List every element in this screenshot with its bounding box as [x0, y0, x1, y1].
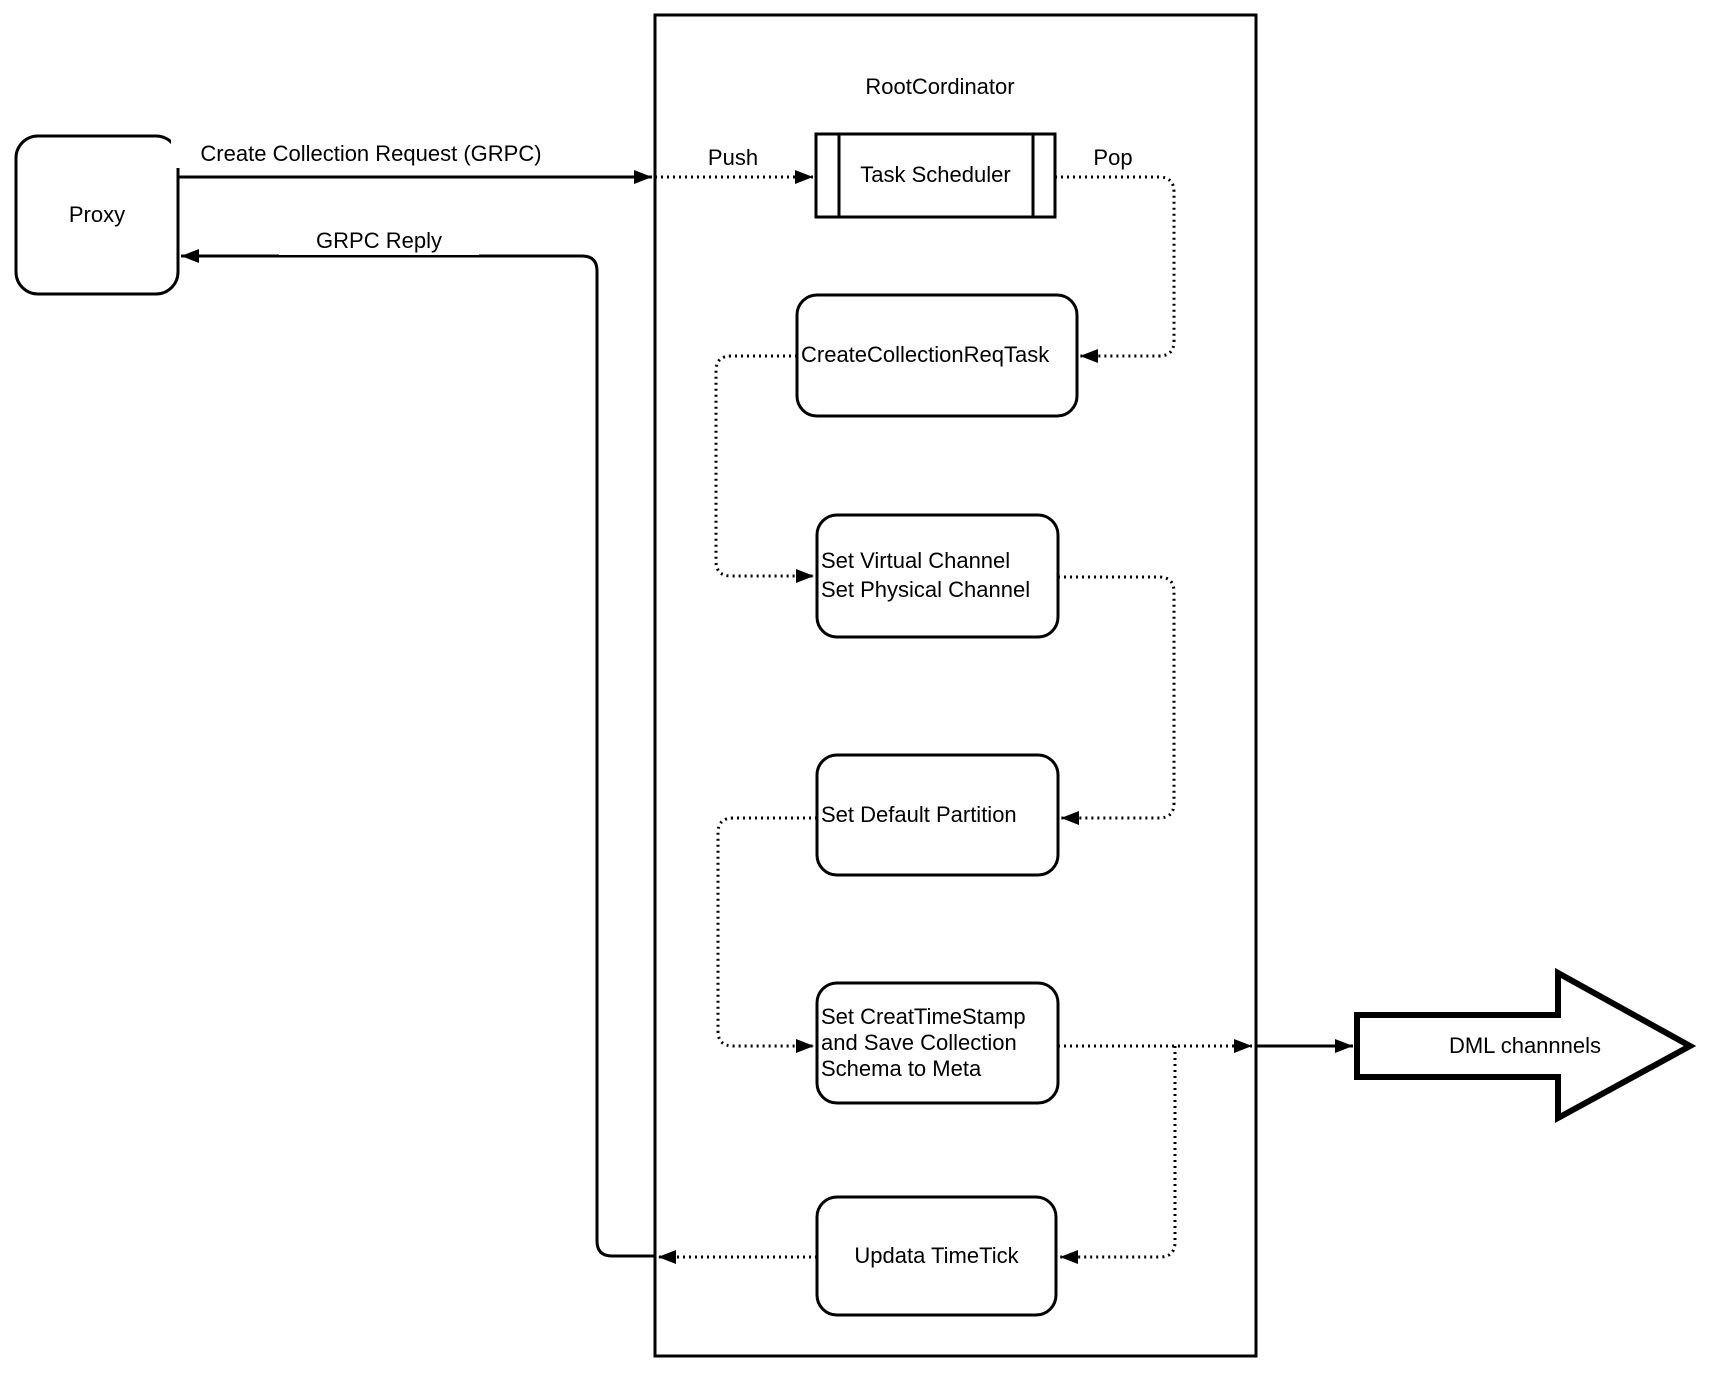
- set-default-partition-node: [815, 753, 1060, 877]
- edge-label-pop: Pop: [1063, 144, 1163, 172]
- set-creat-time-stamp-node: [815, 981, 1060, 1105]
- container-title: RootCordinator: [865, 73, 1015, 99]
- dml-channels-label: DML channnels: [1448, 1032, 1602, 1058]
- edge-pop: [1055, 175, 1176, 363]
- set-creat-time-stamp-line2: and Save Collection: [821, 1030, 1017, 1056]
- proxy-node: [14, 134, 180, 296]
- set-creat-time-stamp-line3: Schema to Meta: [821, 1055, 982, 1081]
- edge-label-create-collection-request: Create Collection Request (GRPC): [171, 140, 571, 168]
- edge-label-grpc-reply: GRPC Reply: [279, 227, 479, 255]
- edge-grpc-reply: [181, 249, 655, 1258]
- set-virtual-channel-node: [815, 513, 1060, 639]
- create-collection-req-task-label: CreateCollectionReqTask: [801, 342, 1050, 368]
- edge-reqtask-to-virtual-channel: [714, 354, 814, 583]
- set-virtual-channel-label: Set Virtual Channel Set Physical Channel: [817, 515, 1058, 637]
- create-collection-req-task-node: [795, 293, 1079, 418]
- edge-default-partition-to-timestamp: [716, 816, 817, 1053]
- edge-label-push: Push: [683, 144, 783, 172]
- proxy-label: Proxy: [68, 201, 126, 227]
- task-scheduler-label: Task Scheduler: [860, 162, 1011, 188]
- dml-channels-arrow: [1354, 967, 1697, 1124]
- rootcordinator-container: [653, 13, 1258, 1358]
- updata-time-tick-node: [815, 1195, 1058, 1317]
- edge-virtual-channel-to-default-partition: [1058, 575, 1176, 825]
- set-virtual-channel-line2: Set Physical Channel: [821, 577, 1031, 602]
- updata-time-tick-label: Updata TimeTick: [854, 1242, 1019, 1268]
- set-default-partition-label: Set Default Partition: [821, 801, 1017, 827]
- set-virtual-channel-line1: Set Virtual Channel: [821, 548, 1011, 574]
- set-creat-time-stamp-line1: Set CreatTimeStamp: [821, 1004, 1026, 1030]
- task-scheduler-node: [814, 132, 1057, 219]
- set-creat-time-stamp-label: Set CreatTimeStamp and Save Collection S…: [817, 983, 1058, 1103]
